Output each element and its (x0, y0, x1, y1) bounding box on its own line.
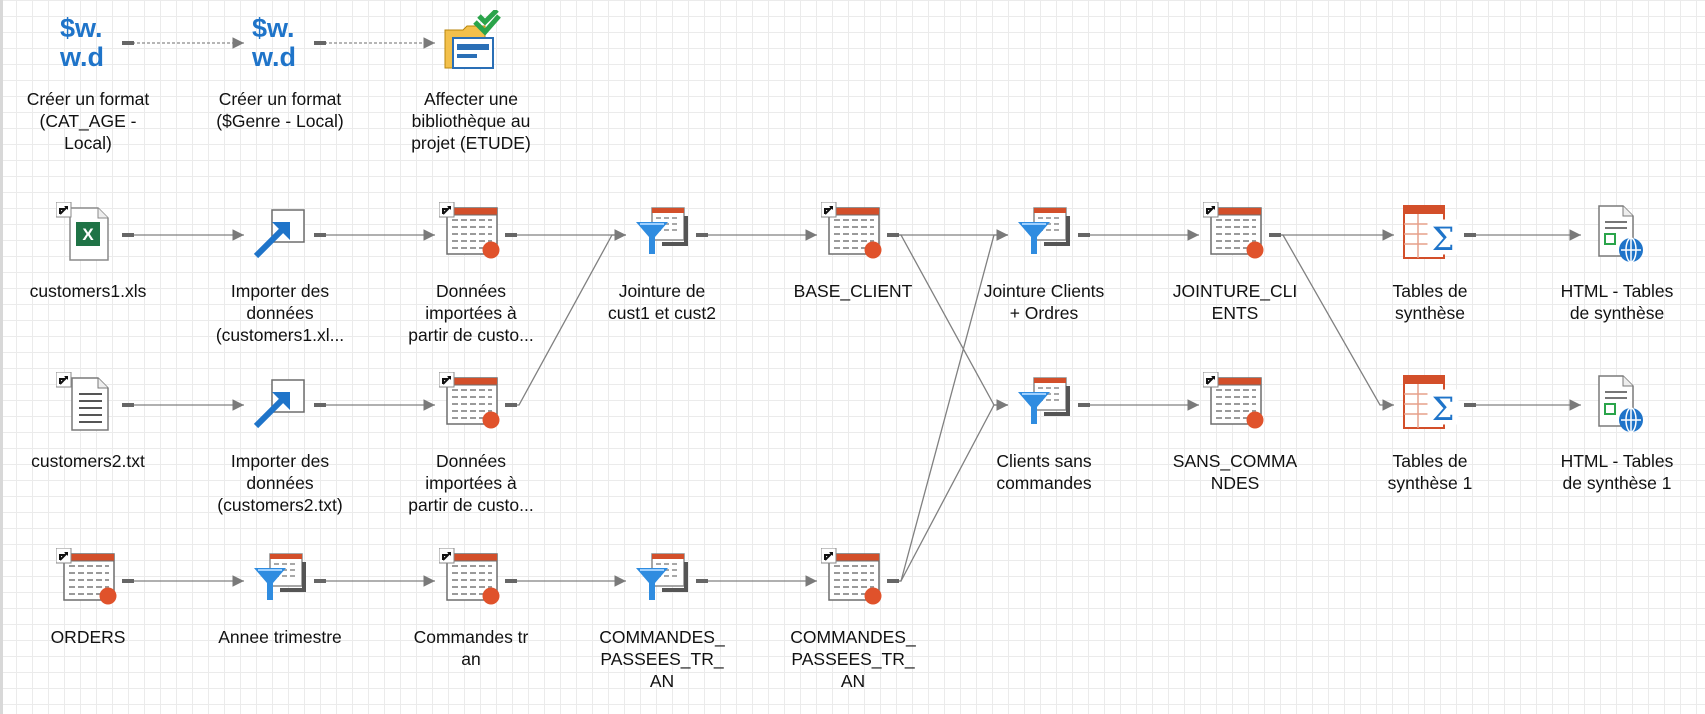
import-icon (248, 202, 312, 266)
text-file-icon (56, 372, 120, 436)
flow-node-jcl[interactable]: JOINTURE_CLI ENTS (1160, 202, 1310, 324)
flow-node-fmt1[interactable]: $w. w.d Créer un format (CAT_AGE - Local… (13, 10, 163, 154)
flow-node-sum2[interactable]: Σ Tables de synthèse 1 (1355, 372, 1505, 494)
svg-text:Σ: Σ (1432, 220, 1455, 258)
node-label: Créer un format ($Genre - Local) (216, 89, 344, 131)
svg-text:$w.: $w. (252, 13, 295, 43)
query-filter-icon (630, 202, 694, 266)
node-label: Jointure Clients + Ordres (983, 281, 1105, 323)
flow-node-imp1[interactable]: Importer des données (customers1.xl... (205, 202, 355, 346)
flow-node-dat1[interactable]: Données importées à partir de custo... (396, 202, 546, 346)
svg-text:$w.: $w. (60, 13, 103, 43)
node-label: BASE_CLIENT (793, 281, 913, 301)
query-filter-icon (1012, 372, 1076, 436)
flow-node-orders[interactable]: ORDERS (13, 548, 163, 648)
svg-text:w.d: w.d (59, 42, 104, 72)
data-table-icon (821, 202, 885, 266)
node-label: Importer des données (customers1.xl... (215, 281, 345, 345)
node-label: customers2.txt (31, 451, 145, 471)
flow-node-imp2[interactable]: Importer des données (customers2.txt) (205, 372, 355, 516)
data-table-icon (439, 372, 503, 436)
node-label: Annee trimestre (218, 627, 342, 647)
node-label: COMMANDES_ PASSEES_TR_ AN (599, 627, 725, 691)
data-table-icon (439, 548, 503, 612)
node-label: JOINTURE_CLI ENTS (1172, 281, 1298, 323)
format-icon: $w. w.d (56, 10, 120, 74)
flow-node-txt[interactable]: customers2.txt (13, 372, 163, 472)
excel-file-icon: X (56, 202, 120, 266)
data-table-icon (1203, 202, 1267, 266)
node-label: Données importées à partir de custo... (408, 281, 534, 345)
library-icon (439, 10, 503, 74)
flow-node-lib[interactable]: Affecter une bibliothèque au projet (ETU… (396, 10, 546, 154)
query-filter-icon (630, 548, 694, 612)
node-label: Jointure de cust1 et cust2 (608, 281, 716, 323)
flow-node-dat2[interactable]: Données importées à partir de custo... (396, 372, 546, 516)
node-label: Tables de synthèse 1 (1387, 451, 1473, 493)
flow-node-xls[interactable]: X customers1.xls (13, 202, 163, 302)
data-table-icon (56, 548, 120, 612)
query-filter-icon (1012, 202, 1076, 266)
node-label: Données importées à partir de custo... (408, 451, 534, 515)
flow-node-base[interactable]: BASE_CLIENT (778, 202, 928, 302)
data-table-icon (1203, 372, 1267, 436)
node-label: Commandes tr an (413, 627, 529, 669)
flow-node-join2[interactable]: Jointure Clients + Ordres (969, 202, 1119, 324)
flow-node-html2[interactable]: HTML - Tables de synthèse 1 (1542, 372, 1692, 494)
format-icon: $w. w.d (248, 10, 312, 74)
node-label: customers1.xls (29, 281, 147, 301)
data-table-icon (821, 548, 885, 612)
node-label: SANS_COMMA NDES (1172, 451, 1298, 493)
flow-node-sansc[interactable]: SANS_COMMA NDES (1160, 372, 1310, 494)
svg-text:w.d: w.d (251, 42, 296, 72)
flow-node-sans[interactable]: Clients sans commandes (969, 372, 1119, 494)
flow-node-q3[interactable]: COMMANDES_ PASSEES_TR_ AN (587, 548, 737, 692)
flow-node-annee[interactable]: Annee trimestre (205, 548, 355, 648)
node-label: Créer un format (CAT_AGE - Local) (26, 89, 150, 153)
node-label: Clients sans commandes (996, 451, 1092, 493)
summary-table-icon: Σ (1398, 202, 1462, 266)
node-label: HTML - Tables de synthèse (1560, 281, 1674, 323)
node-label: Importer des données (customers2.txt) (217, 451, 343, 515)
html-report-icon (1585, 372, 1649, 436)
flow-node-cmd[interactable]: Commandes tr an (396, 548, 546, 670)
query-filter-icon (248, 548, 312, 612)
node-label: Tables de synthèse (1392, 281, 1468, 323)
import-icon (248, 372, 312, 436)
node-label: COMMANDES_ PASSEES_TR_ AN (790, 627, 916, 691)
flow-node-sum1[interactable]: Σ Tables de synthèse (1355, 202, 1505, 324)
data-table-icon (439, 202, 503, 266)
node-label: ORDERS (50, 627, 126, 647)
html-report-icon (1585, 202, 1649, 266)
flow-node-html1[interactable]: HTML - Tables de synthèse (1542, 202, 1692, 324)
flow-node-d5[interactable]: COMMANDES_ PASSEES_TR_ AN (778, 548, 928, 692)
canvas-left-border (0, 0, 3, 714)
summary-table-icon: Σ (1398, 372, 1462, 436)
svg-text:Σ: Σ (1432, 390, 1455, 428)
node-label: HTML - Tables de synthèse 1 (1560, 451, 1674, 493)
svg-text:X: X (82, 225, 94, 244)
node-label: Affecter une bibliothèque au projet (ETU… (411, 89, 531, 153)
flow-node-join1[interactable]: Jointure de cust1 et cust2 (587, 202, 737, 324)
flow-node-fmt2[interactable]: $w. w.d Créer un format ($Genre - Local) (205, 10, 355, 132)
